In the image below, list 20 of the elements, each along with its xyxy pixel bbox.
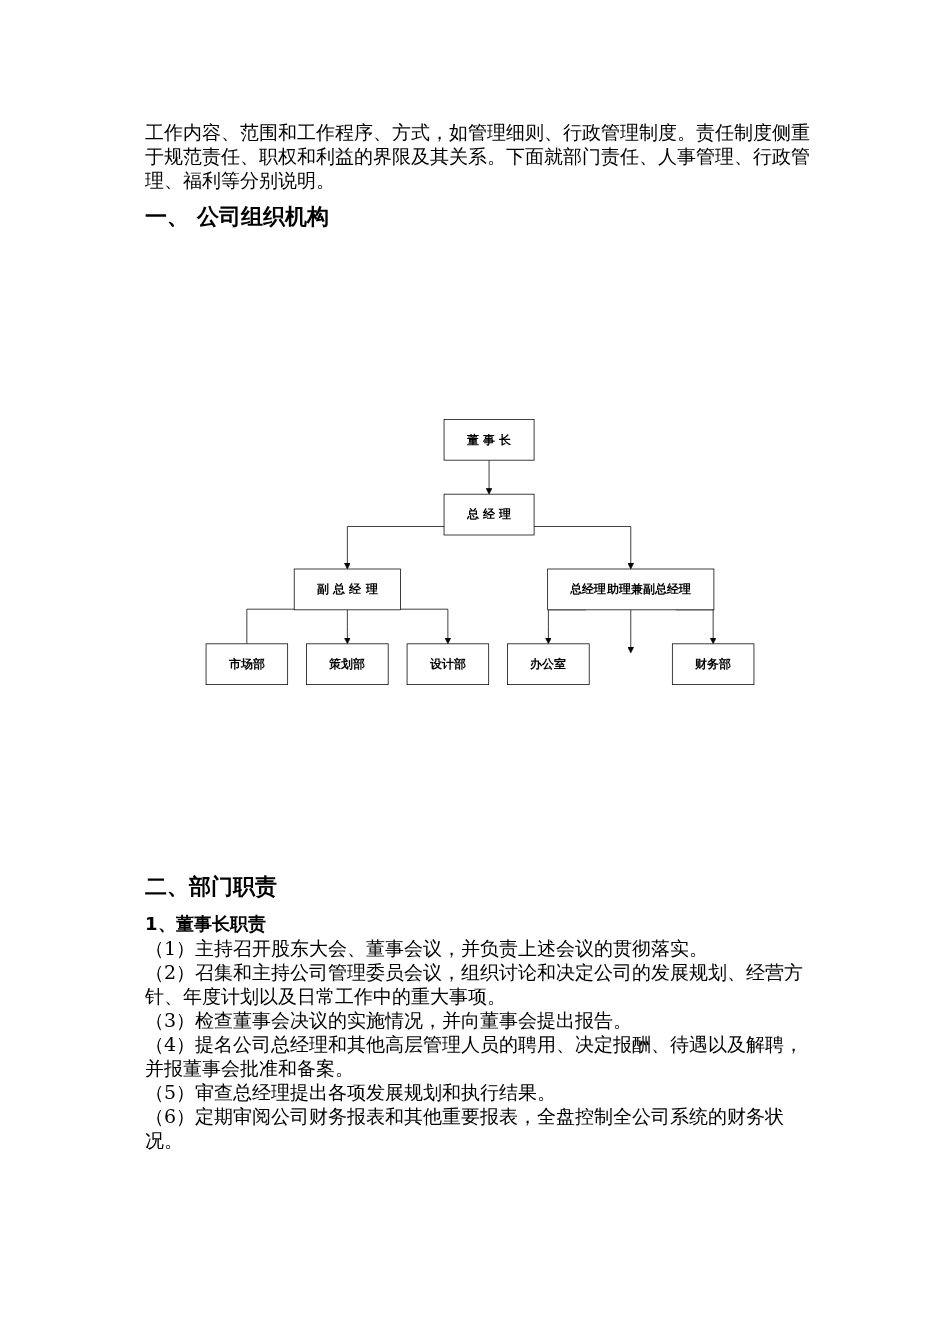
connector: [246, 608, 295, 645]
node-box: 策划部: [306, 643, 389, 685]
heading: 1、董事长职责: [145, 912, 267, 936]
paragraph: （4）提名公司总经理和其他高层管理人员的聘用、决定报酬、待遇以及解聘，并报董事会批准和备案。: [145, 1032, 805, 1080]
heading: 二、部门职责: [145, 873, 278, 901]
node-box: 办公室: [507, 643, 590, 685]
paragraph: （3）检查董事会决议的实施情况，并向董事会提出报告。: [145, 1008, 634, 1032]
heading: 一、 公司组织机构: [145, 203, 330, 231]
node-box: 市场部: [205, 643, 289, 685]
paragraph: （5）审查总经理提出各项发展规划和执行结果。: [145, 1080, 558, 1104]
paragraph: 工作内容、范围和工作程序、方式，如管理细则、行政管理制度。责任制度侧重于规范责任、职权和利益的界限及其关系。下面就部门责任、人事管理、行政管理、福利等分别说明。: [145, 120, 811, 192]
paragraph: （2）召集和主持公司管理委员会议，组织讨论和决定公司的发展规划、经营方针、年度计划以及日常工作中的重大事项。: [145, 960, 805, 1008]
paragraph: （6）定期审阅公司财务报表和其他重要报表，全盘控制全公司系统的财务状况。: [145, 1104, 786, 1152]
node-box: 设计部: [406, 643, 490, 685]
node-box: 财务部: [671, 643, 755, 685]
node-box: 总经理助理兼副总经理: [547, 568, 715, 611]
paragraph: （1）主持召开股东大会、董事会议，并负责上述会议的贯彻落实。: [145, 936, 710, 960]
node-box: 总 经 理: [443, 493, 535, 536]
node-box: 副 总 经 理: [293, 568, 401, 611]
node-box: 董 事 长: [443, 419, 535, 461]
